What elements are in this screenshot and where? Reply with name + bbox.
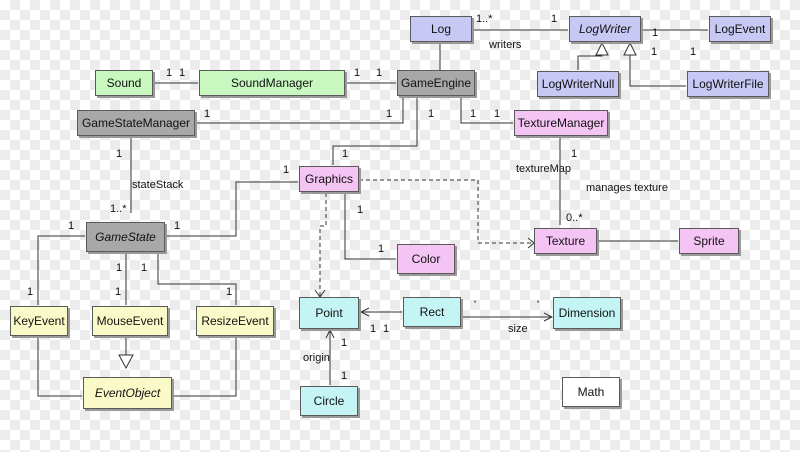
mult-gsm-right: 1	[204, 108, 211, 120]
class-dimension[interactable]: Dimension	[553, 297, 621, 329]
mult-rect-tick: '	[474, 299, 477, 311]
mult-gamestate-stack: 1..*	[110, 203, 127, 215]
class-mouseevent[interactable]: MouseEvent	[92, 306, 168, 336]
label-texturemap: textureMap	[516, 163, 572, 175]
class-logwriternull[interactable]: LogWriterNull	[537, 71, 619, 97]
mult-point-rect-1: 1	[370, 323, 377, 335]
class-texturemanager[interactable]: TextureManager	[514, 110, 608, 136]
mult-texturemanager-texture: 1	[571, 148, 578, 160]
mult-mouseevent-gamestate: 1	[115, 286, 122, 298]
class-math[interactable]: Math	[562, 377, 620, 407]
label-manages-texture: manages texture	[586, 182, 668, 194]
mult-texture-many: 0..*	[566, 212, 583, 224]
mult-circle-point: 1	[341, 370, 348, 382]
mult-graphics-gamestate: 1	[283, 164, 290, 176]
mult-gameengine-gsm: 1	[386, 108, 393, 120]
mult-gamestate-mouseevent: 1	[116, 262, 123, 274]
graphics-color-line	[344, 193, 396, 260]
resizeevent-eventobject-line	[173, 337, 237, 397]
mult-gameengine-graphics-top: 1	[428, 108, 435, 120]
mult-gamestate-keyevent: 1	[68, 220, 75, 232]
label-statestack: stateStack	[132, 179, 184, 191]
mult-log-logwriter: 1..*	[476, 13, 493, 25]
mult-gameengine-soundmanager: 1	[376, 67, 383, 79]
gameengine-texturemanager-line	[460, 97, 513, 124]
gamestate-keyevent-line	[37, 235, 85, 305]
mult-gamestate-graphics: 1	[174, 220, 181, 232]
gamestate-resizeevent-line	[157, 253, 237, 305]
mult-soundmanager-gameengine: 1	[354, 67, 361, 79]
class-sound[interactable]: Sound	[95, 70, 153, 96]
class-resizeevent[interactable]: ResizeEvent	[196, 306, 274, 336]
mult-gameengine-texturemanager: 1	[470, 108, 477, 120]
keyevent-eventobject-line	[37, 337, 82, 397]
eventobject-inherit-triangle	[118, 354, 134, 370]
class-soundmanager[interactable]: SoundManager	[199, 70, 345, 96]
mult-gsm-gamestate: 1	[116, 148, 123, 160]
mult-sound-1: 1	[166, 67, 173, 79]
gsm-gameengine-line	[196, 97, 404, 124]
class-keyevent[interactable]: KeyEvent	[10, 306, 68, 336]
mult-point-rect-2: 1	[383, 323, 390, 335]
class-color[interactable]: Color	[397, 244, 455, 274]
mult-logwriter-logevent: 1	[652, 27, 659, 39]
mult-logwriter-left: 1	[651, 46, 658, 58]
graphics-point-dependency	[319, 193, 327, 296]
mult-keyevent-gamestate: 1	[27, 286, 34, 298]
class-gameengine[interactable]: GameEngine	[397, 70, 475, 96]
class-rect[interactable]: Rect	[403, 297, 461, 327]
mult-color-graphics: 1	[378, 243, 385, 255]
mult-logevent-bottom: 1	[690, 46, 697, 58]
gamestate-graphics-line	[166, 181, 298, 237]
mult-sound-2: 1	[179, 67, 186, 79]
class-sprite[interactable]: Sprite	[679, 228, 739, 254]
class-point[interactable]: Point	[299, 297, 359, 329]
mult-graphics-color: 1	[357, 204, 364, 216]
logwriterfile-inherit-line	[629, 55, 686, 87]
class-logwriter[interactable]: LogWriter	[569, 16, 641, 42]
graphics-texture-dependency	[359, 179, 533, 244]
mult-point-circle: 1	[341, 337, 348, 349]
logwriter-inherit-triangle-left	[595, 41, 609, 56]
mult-dimension-tick: '	[537, 299, 540, 311]
logwriter-inherit-triangle-right	[623, 41, 637, 56]
class-logwriterfile[interactable]: LogWriterFile	[687, 71, 769, 97]
mult-resizeevent-gamestate: 1	[226, 286, 233, 298]
mult-texturemanager-gameengine: 1	[494, 108, 501, 120]
mult-gamestate-resizeevent: 1	[141, 262, 148, 274]
gameengine-graphics-line	[332, 97, 418, 165]
class-texture[interactable]: Texture	[534, 228, 597, 254]
label-origin: origin	[303, 352, 330, 364]
class-eventobject[interactable]: EventObject	[83, 377, 172, 409]
mult-logwriter-log: 1	[551, 13, 558, 25]
class-circle[interactable]: Circle	[300, 386, 358, 416]
class-gamestatemanager[interactable]: GameStateManager	[77, 110, 195, 136]
class-graphics[interactable]: Graphics	[299, 166, 359, 192]
label-writers: writers	[489, 39, 522, 51]
class-gamestate[interactable]: GameState	[86, 222, 165, 252]
class-log[interactable]: Log	[410, 16, 472, 42]
mult-graphics-gameengine: 1	[342, 148, 349, 160]
logwriternull-inherit-line	[577, 55, 603, 70]
label-size: size	[508, 323, 528, 335]
class-logevent[interactable]: LogEvent	[709, 16, 771, 42]
